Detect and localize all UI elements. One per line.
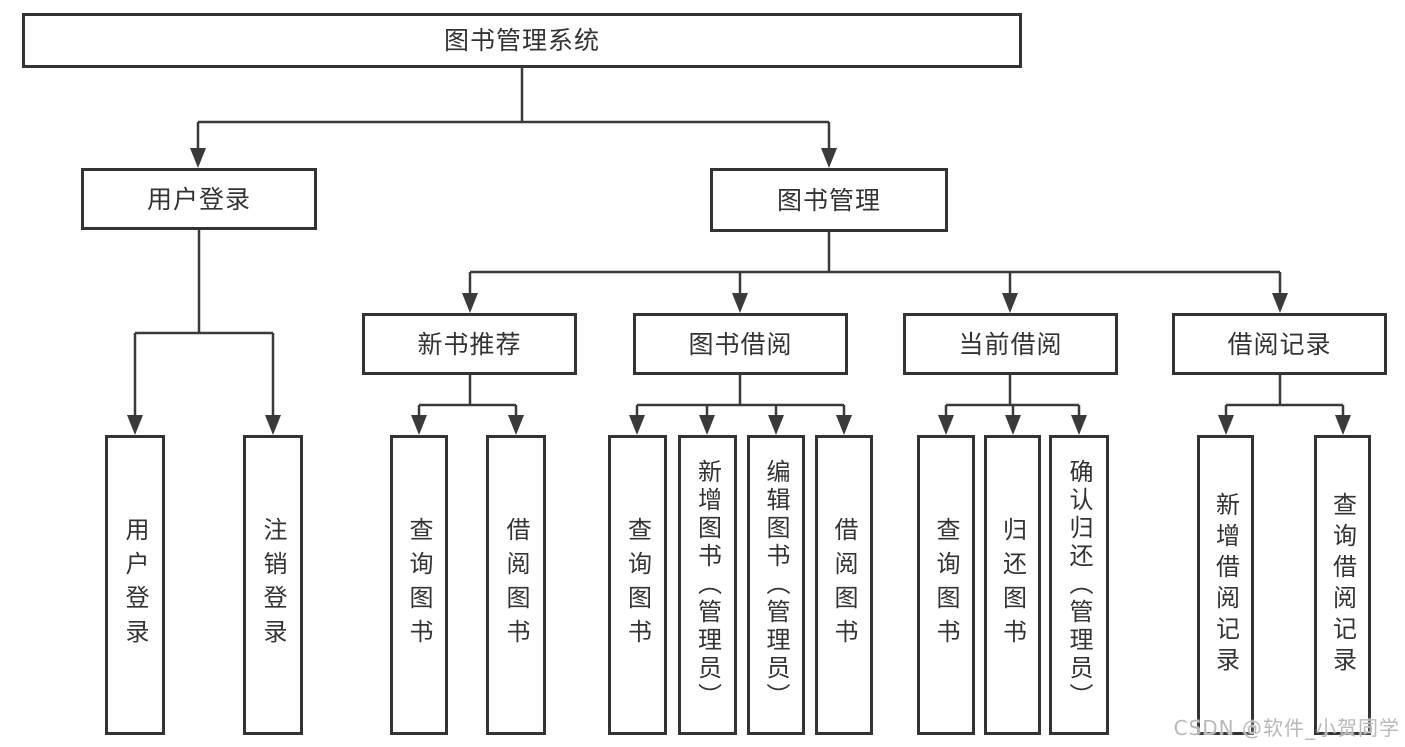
leaf-add-borrow-record: 新增借阅记录 (1197, 435, 1254, 735)
node-library-system: 图书管理系统 (22, 13, 1022, 68)
leaf-user-login-label: 用户登录 (121, 517, 149, 653)
leaf-logout-label: 注销登录 (259, 517, 287, 653)
connector-book-borrow-children (629, 375, 852, 435)
leaf-user-login: 用户登录 (105, 435, 165, 735)
node-book-management-label: 图书管理 (776, 185, 881, 215)
leaf-query-books-2: 查询图书 (608, 435, 667, 735)
leaf-query-books-2-label: 查询图书 (623, 517, 652, 653)
leaf-add-borrow-record-label: 新增借阅记录 (1211, 492, 1240, 678)
connector-root-to-level1 (190, 68, 837, 168)
leaf-query-books-1: 查询图书 (390, 435, 448, 735)
node-user-login: 用户登录 (81, 168, 317, 230)
connector-user-login-children (127, 230, 281, 435)
connector-borrow-record-children (1218, 375, 1351, 435)
leaf-confirm-return-admin-label: 确认归还（管理员） (1065, 459, 1093, 711)
leaf-add-books-admin-label: 新增图书（管理员） (693, 459, 722, 711)
node-borrowing-records: 借阅记录 (1172, 313, 1387, 375)
node-user-login-label: 用户登录 (146, 184, 251, 214)
node-book-borrowing-label: 图书借阅 (688, 329, 793, 359)
leaf-add-books-admin: 新增图书（管理员） (678, 435, 737, 735)
node-current-borrowing-label: 当前借阅 (958, 329, 1063, 359)
leaf-borrow-books-2-label: 借阅图书 (830, 517, 858, 653)
leaf-borrow-books-1-label: 借阅图书 (502, 517, 530, 653)
node-current-borrowing: 当前借阅 (903, 313, 1118, 375)
leaf-query-books-3-label: 查询图书 (932, 517, 960, 653)
watermark: CSDN @软件_小贺同学 (1173, 716, 1400, 740)
leaf-return-books: 归还图书 (984, 435, 1041, 735)
leaf-return-books-label: 归还图书 (998, 517, 1027, 653)
leaf-confirm-return-admin: 确认归还（管理员） (1049, 435, 1109, 735)
node-library-system-label: 图书管理系统 (443, 26, 600, 55)
leaf-edit-books-admin: 编辑图书（管理员） (747, 435, 805, 735)
leaf-logout: 注销登录 (243, 435, 303, 735)
leaf-query-borrow-record: 查询借阅记录 (1314, 435, 1371, 735)
connector-book-mgmt-children (462, 232, 1288, 313)
node-book-management: 图书管理 (710, 168, 948, 232)
leaf-borrow-books-1: 借阅图书 (486, 435, 546, 735)
leaf-query-books-3: 查询图书 (917, 435, 975, 735)
leaf-borrow-books-2: 借阅图书 (815, 435, 873, 735)
node-borrowing-records-label: 借阅记录 (1227, 329, 1332, 359)
connector-current-borrow-children (938, 375, 1087, 435)
node-book-borrowing: 图书借阅 (633, 313, 848, 375)
leaf-query-books-1-label: 查询图书 (405, 517, 433, 653)
node-new-book-recommend-label: 新书推荐 (417, 329, 522, 359)
node-new-book-recommend: 新书推荐 (362, 313, 577, 375)
leaf-query-borrow-record-label: 查询借阅记录 (1328, 492, 1357, 678)
leaf-edit-books-admin-label: 编辑图书（管理员） (762, 459, 790, 711)
connector-new-book-rec-children (411, 375, 524, 435)
